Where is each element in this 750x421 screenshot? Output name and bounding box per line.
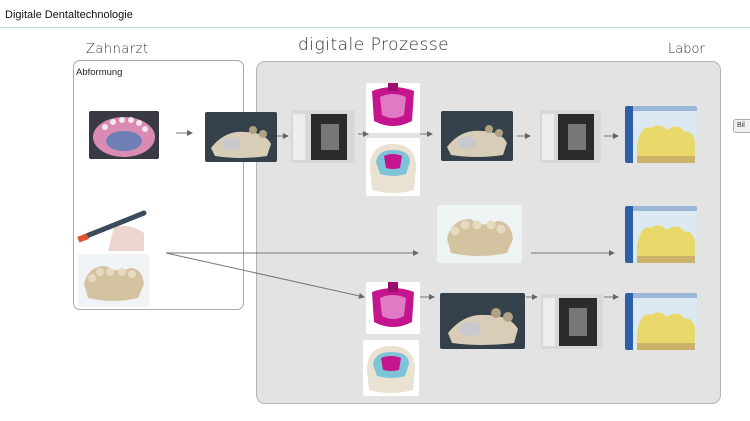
page-title: Digitale Dentaltechnologie (5, 9, 133, 21)
labor-label: Labor (668, 42, 705, 57)
zahnarzt-label: Zahnarzt (86, 42, 149, 57)
plaster-model-image-3 (440, 293, 525, 349)
digital-processes-label: digitale Prozesse (298, 35, 450, 55)
digital-model-image (437, 205, 522, 263)
plaster-model-image (205, 112, 277, 162)
impression-tray-image (366, 83, 420, 133)
cad-software-image-2 (625, 206, 697, 263)
impression-tray-image-3 (366, 282, 420, 334)
cad-software-image (625, 106, 697, 163)
tray-model-image (366, 138, 420, 196)
intraoral-scanner-image (74, 205, 148, 251)
page-header: Digitale Dentaltechnologie (0, 0, 750, 28)
tray-model-image-3 (363, 340, 419, 396)
scanner-image (291, 110, 355, 163)
scanner-image-3 (541, 294, 603, 349)
cad-software-image-3 (625, 293, 697, 350)
abformung-label: Abformung (76, 67, 123, 78)
digital-jaw-model-image (78, 254, 149, 307)
plaster-model-image-2 (441, 111, 513, 161)
impression-image (89, 111, 159, 159)
scanner-image-2 (540, 110, 601, 163)
side-tab[interactable]: Bil (733, 119, 750, 133)
